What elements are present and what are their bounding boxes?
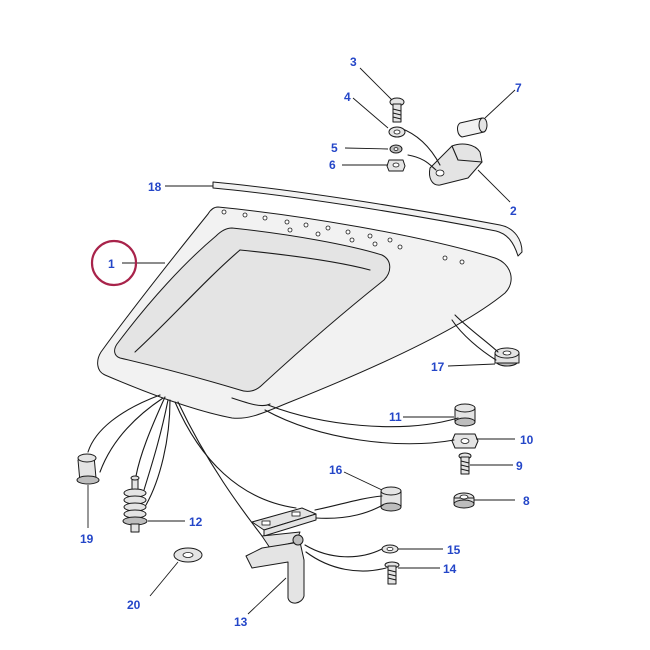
- part-pin-7: [457, 117, 488, 138]
- callout-12: 12: [189, 515, 203, 529]
- part-spring-12: [122, 475, 148, 533]
- callout-17: 17: [431, 360, 445, 374]
- part-buffer-19: [76, 453, 100, 485]
- callout-11: 11: [389, 410, 402, 424]
- callout-18: 18: [148, 180, 162, 194]
- callout-6: 6: [329, 158, 336, 172]
- part-nut-10: [451, 433, 479, 449]
- callout-14: 14: [443, 562, 457, 576]
- part-screw-14: [384, 561, 400, 585]
- part-grommet-8: [453, 492, 475, 509]
- part-washer-5: [389, 144, 403, 154]
- callout-labels: 1 2 3 4 5 6 7 8 9 10 11 12 13 14 15 16 1…: [80, 55, 534, 629]
- part-screw-9: [458, 452, 472, 475]
- part-seal-strip: [212, 181, 523, 257]
- callout-4: 4: [344, 90, 351, 104]
- callout-20: 20: [127, 598, 141, 612]
- highlight-circle: [90, 239, 138, 287]
- callout-19: 19: [80, 532, 94, 546]
- part-bonnet-panel: [97, 206, 512, 419]
- callout-9: 9: [516, 459, 523, 473]
- callout-10: 10: [520, 433, 534, 447]
- assembly-lines: [87, 314, 499, 572]
- part-washer-20: [173, 547, 203, 563]
- part-buffer-16: [380, 486, 402, 512]
- part-buffer-11: [454, 403, 476, 427]
- callout-7: 7: [515, 81, 522, 95]
- callout-13: 13: [234, 615, 248, 629]
- callout-1: 1: [108, 257, 115, 271]
- part-washer-15: [381, 544, 399, 554]
- bonnet-holes: [221, 209, 465, 265]
- part-buffer-17: [494, 347, 520, 367]
- callout-8: 8: [523, 494, 530, 508]
- callout-5: 5: [331, 141, 338, 155]
- callout-3: 3: [350, 55, 357, 69]
- leader-lines: [87, 67, 516, 615]
- part-bolt-3: [389, 97, 405, 123]
- callout-15: 15: [447, 543, 461, 557]
- callout-16: 16: [329, 463, 343, 477]
- part-hinge-bracket: [399, 127, 483, 186]
- part-washer-4: [388, 126, 406, 138]
- part-nut-6: [386, 159, 406, 172]
- callout-2: 2: [510, 204, 517, 218]
- part-catch-13: [245, 507, 317, 604]
